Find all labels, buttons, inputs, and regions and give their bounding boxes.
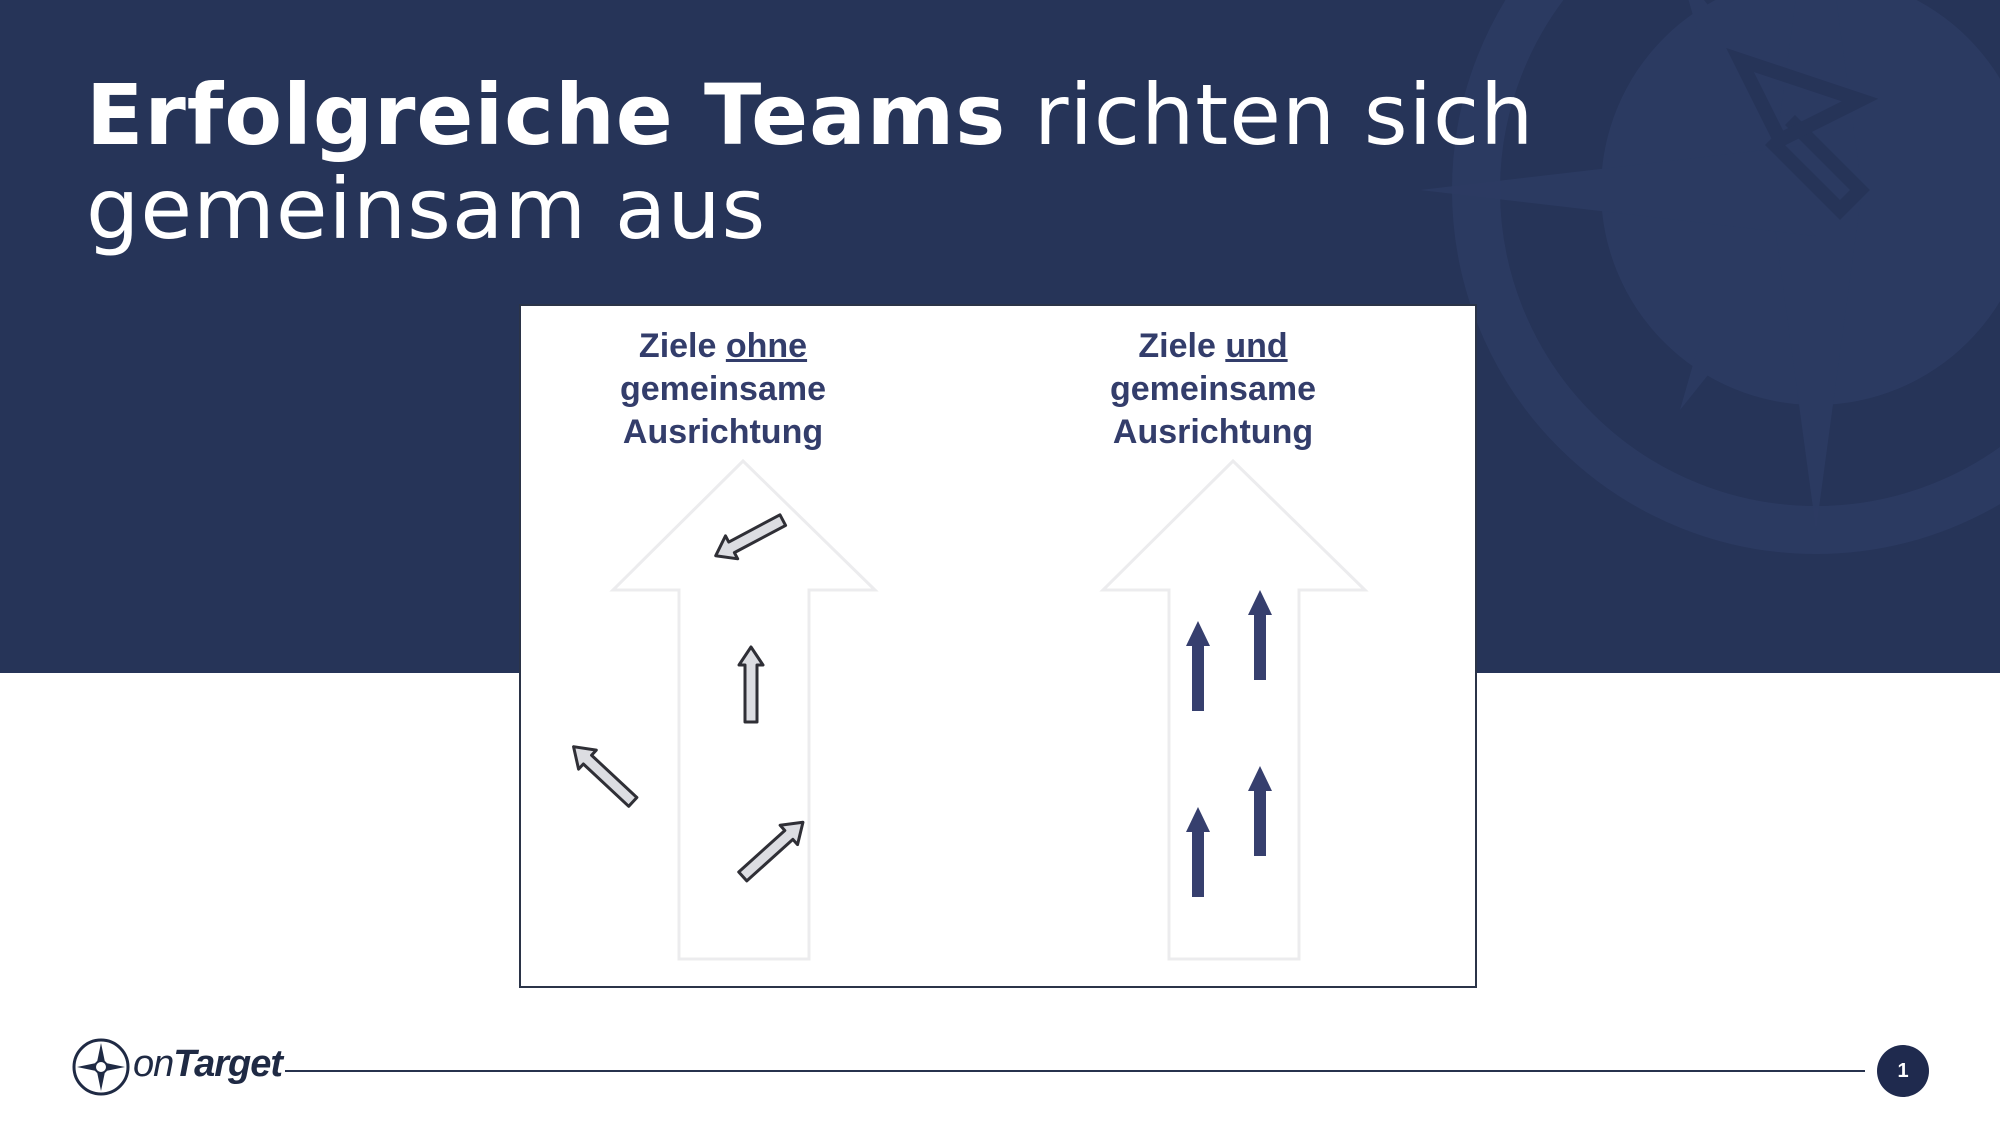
title-bold: Erfolgreiche Teams	[86, 66, 1007, 164]
heading-left-line3: Ausrichtung	[622, 413, 824, 451]
page-number-badge: 1	[1877, 1045, 1929, 1097]
heading-left-prefix: Ziele	[638, 327, 726, 365]
misaligned-arrow-icon	[737, 645, 765, 724]
logo-text-target: Target	[173, 1043, 283, 1085]
title-regular: richten sich gemeinsam aus	[86, 66, 1535, 258]
logo-text-on: on	[133, 1043, 174, 1085]
ontarget-logo: onTarget	[71, 1037, 341, 1101]
misaligned-arrow-icon	[737, 820, 805, 883]
footer-divider	[285, 1070, 1865, 1072]
header-band: Erfolgreiche Teams richten sich gemeinsa…	[0, 0, 2000, 673]
heading-left-line2: gemeinsame	[620, 370, 826, 408]
compass-icon	[72, 1038, 130, 1096]
heading-right-underlined: und	[1225, 327, 1288, 365]
aligned-arrow-icon	[1248, 590, 1272, 680]
heading-left-underlined: ohne	[725, 327, 808, 365]
heading-right-line2: gemeinsame	[1110, 370, 1316, 408]
heading-without-alignment: Ziele ohne gemeinsame Ausrichtung	[563, 325, 883, 454]
misaligned-arrow-icon	[714, 513, 788, 561]
alignment-diagram: Ziele ohne gemeinsame Ausrichtung Ziele …	[519, 304, 1477, 988]
compass-watermark-icon	[1420, 0, 2000, 554]
slide-title: Erfolgreiche Teams richten sich gemeinsa…	[86, 68, 1946, 256]
heading-right-line3: Ausrichtung	[1112, 413, 1314, 451]
misaligned-arrow-icon	[572, 745, 639, 808]
big-arrow-right-icon	[1099, 458, 1369, 961]
aligned-arrow-icon	[1186, 807, 1210, 897]
aligned-arrow-icon	[1248, 766, 1272, 856]
heading-right-prefix: Ziele	[1138, 327, 1226, 365]
aligned-arrows	[1186, 590, 1272, 897]
misaligned-arrows	[572, 513, 805, 883]
aligned-arrow-icon	[1186, 621, 1210, 711]
heading-with-alignment: Ziele und gemeinsame Ausrichtung	[1053, 325, 1373, 454]
logo-wordmark: onTarget	[133, 1043, 283, 1086]
